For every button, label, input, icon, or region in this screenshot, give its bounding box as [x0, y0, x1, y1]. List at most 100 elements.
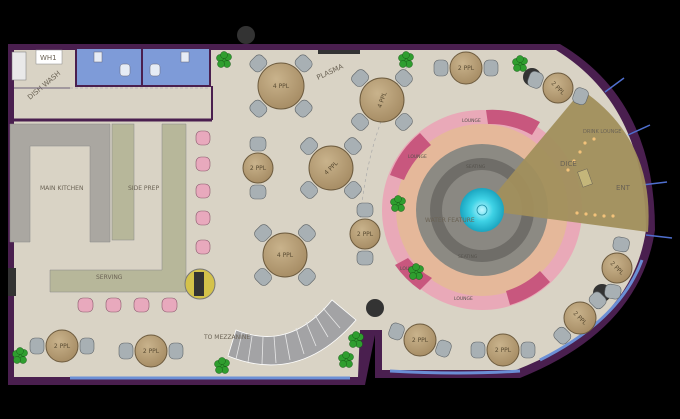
dice-label: DICE	[560, 160, 577, 168]
table	[486, 333, 520, 367]
to-mezzanine-label: TO MEZZANINE	[203, 334, 250, 341]
table-capacity-label: 4 PPL	[273, 83, 290, 90]
inner-seating-label-1: SEATING	[466, 164, 486, 170]
chair	[249, 54, 268, 73]
table	[403, 323, 437, 357]
chair	[300, 181, 318, 199]
stage-lights	[566, 137, 615, 218]
chair	[79, 337, 95, 355]
chair	[553, 326, 572, 345]
plants	[12, 51, 528, 374]
outer-seating-segments	[390, 109, 550, 305]
chair	[388, 322, 405, 341]
table-capacity-label: 2 PPL	[458, 65, 475, 72]
chair	[344, 181, 362, 199]
chair	[254, 224, 272, 242]
main-kitchen-counter	[9, 123, 111, 243]
chair	[298, 268, 316, 286]
toilet-fixtures	[93, 51, 190, 77]
dish-wash-sink	[11, 51, 27, 81]
side-prep-label: SIDE PREP	[128, 185, 159, 192]
column-top	[237, 26, 255, 44]
table	[262, 232, 308, 278]
chair	[356, 250, 374, 266]
table	[257, 62, 305, 110]
plant	[512, 55, 528, 72]
bar-stools	[77, 130, 211, 313]
table	[359, 77, 405, 123]
column-bottom	[366, 299, 384, 317]
plant	[12, 347, 28, 364]
table	[449, 51, 483, 85]
outer-seating-label-3: LOUNGE	[454, 296, 473, 302]
chair	[612, 236, 630, 253]
inner-seating-label-2: SEATING	[458, 254, 478, 260]
chair	[604, 283, 622, 300]
chair	[470, 341, 486, 359]
table-capacity-label: 4 PPL	[277, 252, 294, 259]
plant	[348, 331, 364, 348]
table-capacity-label: 2 PPL	[143, 348, 160, 355]
plant	[216, 51, 232, 68]
table-capacity-label: 2 PPL	[357, 231, 374, 238]
table-capacity-label: 2 PPL	[412, 337, 429, 344]
chair	[294, 99, 313, 118]
side-prep-counter	[111, 123, 135, 241]
plasma-screen	[318, 50, 360, 54]
dj-booth	[577, 168, 593, 188]
drink-lounge-label: DRINK LOUNGE	[583, 129, 621, 135]
plant	[214, 357, 230, 374]
entertainment-stage	[482, 90, 649, 232]
chair	[588, 291, 607, 310]
chair	[356, 202, 374, 218]
table-capacity-label: 2 PPL	[250, 165, 267, 172]
table-capacity-label: 2 PPL	[495, 347, 512, 354]
water-feature-label: WATER FEATURE	[425, 217, 475, 224]
exterior-light-rays	[604, 77, 673, 239]
chair	[298, 224, 316, 242]
plant	[390, 195, 406, 212]
table	[563, 301, 597, 335]
plant	[338, 351, 354, 368]
chair	[249, 99, 268, 118]
chair	[344, 137, 362, 155]
chair	[527, 70, 544, 89]
outer-seating-label-1: LOUNGE	[408, 154, 427, 160]
wh1-box	[35, 49, 63, 65]
chair	[395, 113, 413, 131]
chair	[395, 69, 413, 87]
chair	[29, 337, 45, 355]
water-feature	[460, 188, 504, 232]
chair	[572, 87, 589, 106]
table	[542, 72, 574, 104]
chair	[435, 339, 452, 358]
chair	[483, 59, 499, 77]
chair	[294, 54, 313, 73]
ent-label: ENT	[616, 184, 631, 192]
chair	[520, 341, 536, 359]
chair	[351, 69, 369, 87]
table	[134, 334, 168, 368]
chair	[249, 184, 267, 200]
table	[601, 252, 633, 284]
chair	[351, 113, 369, 131]
table	[308, 145, 354, 191]
serving-label: SERVING	[96, 274, 123, 281]
walkway-dashed-arc	[357, 61, 411, 261]
chair	[168, 342, 184, 360]
serving-counter	[49, 123, 187, 293]
plant	[408, 263, 424, 280]
plant	[398, 51, 414, 68]
chair	[433, 59, 449, 77]
outer-seating-label-2: LOUNGE	[462, 118, 481, 124]
table-capacity-label: 2 PPL	[54, 343, 71, 350]
table	[242, 152, 274, 184]
chair	[300, 137, 318, 155]
kitchen-partition	[8, 268, 16, 296]
windows	[70, 259, 644, 380]
table	[45, 329, 79, 363]
chair	[118, 342, 134, 360]
table	[349, 218, 381, 250]
chair	[249, 136, 267, 152]
